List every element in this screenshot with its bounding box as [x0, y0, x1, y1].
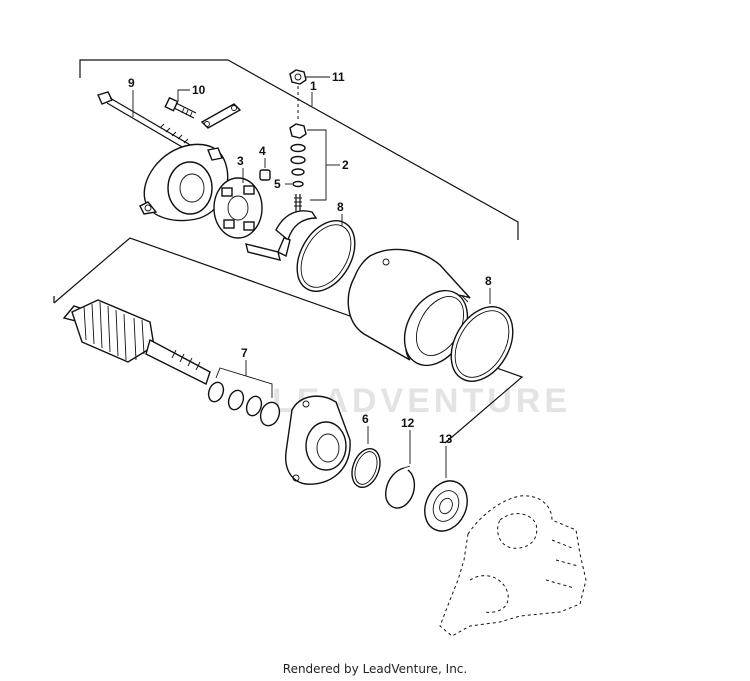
assembly-frame: [53, 237, 524, 444]
part-4-brush[interactable]: [259, 169, 271, 181]
part-2-terminal-kit[interactable]: [289, 123, 307, 212]
terminal-brush-plate[interactable]: [245, 210, 318, 261]
part-12-circlip[interactable]: [385, 465, 415, 509]
part-6-o-ring[interactable]: [347, 445, 385, 491]
part-7-shim-washers[interactable]: [206, 380, 283, 428]
part-13-bearing[interactable]: [417, 474, 475, 538]
callout-12: 12: [401, 416, 415, 430]
callout-3: 3: [237, 154, 244, 168]
front-end-cover[interactable]: [285, 395, 351, 485]
armature[interactable]: [62, 299, 211, 385]
callout-10: 10: [192, 83, 206, 97]
callout-9: 9: [128, 76, 135, 90]
callout-8b: 8: [485, 274, 492, 288]
part-8-o-ring-upper[interactable]: [285, 211, 366, 302]
leader-10: [177, 89, 190, 101]
part-3-brush-holder[interactable]: [213, 177, 263, 239]
callout-4: 4: [259, 144, 266, 158]
callout-5: 5: [274, 177, 281, 191]
callout-11: 11: [332, 70, 345, 84]
group-1-bracket: [79, 59, 519, 240]
callout-6: 6: [362, 412, 369, 426]
callout-1: 1: [310, 79, 317, 93]
callout-7: 7: [241, 346, 248, 360]
part-8-o-ring-lower[interactable]: [439, 296, 526, 392]
rear-end-cover[interactable]: [139, 143, 229, 222]
brush-lead-strap[interactable]: [200, 103, 242, 129]
bracket-2: [307, 129, 327, 201]
callout-2: 2: [342, 158, 349, 172]
rendered-by-credit: Rendered by LeadVenture, Inc.: [282, 662, 468, 676]
bracket-7: [215, 367, 273, 398]
part-9-through-bolt[interactable]: [97, 91, 193, 152]
callout-8a: 8: [337, 200, 344, 214]
callout-13: 13: [439, 432, 453, 446]
part-10-bolt[interactable]: [164, 96, 197, 119]
part-11-nut[interactable]: [289, 69, 307, 85]
crankcase-phantom-outline: [439, 495, 587, 637]
